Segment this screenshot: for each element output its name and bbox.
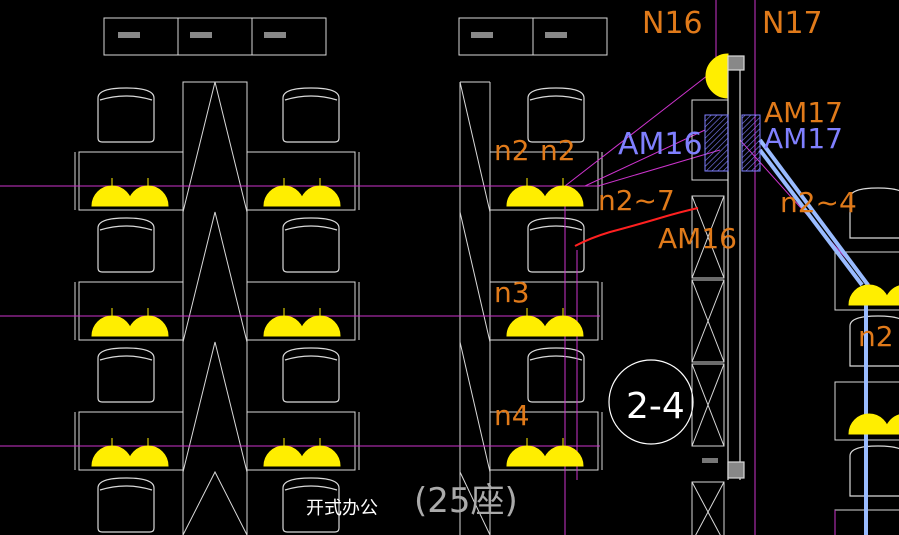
grid-label-n17: N17 bbox=[762, 6, 823, 41]
circuit-label-n4: n4 bbox=[494, 399, 530, 432]
half-dome-light-icon bbox=[884, 285, 899, 306]
top-cabinet-left bbox=[103, 17, 327, 56]
half-dome-light-icon bbox=[848, 284, 890, 306]
desk-rows bbox=[74, 151, 899, 535]
chair-icon bbox=[527, 217, 585, 273]
half-dome-light-icon bbox=[542, 308, 584, 337]
half-dome-light-icon bbox=[91, 438, 133, 467]
circuit-label-n3: n3 bbox=[494, 276, 530, 309]
half-dome-light-icon bbox=[299, 438, 341, 467]
half-dome-light-icon bbox=[299, 178, 341, 207]
half-dome-light-icon bbox=[506, 438, 548, 467]
half-dome-light-icon bbox=[263, 178, 305, 207]
panel-label-am16-red: AM16 bbox=[658, 222, 737, 255]
chair-icon bbox=[849, 187, 899, 239]
partition-strip-left bbox=[182, 81, 248, 535]
wiring-lines bbox=[0, 0, 871, 535]
partition-strip-right bbox=[459, 81, 491, 535]
room-name: 开式办公 bbox=[306, 498, 378, 519]
half-dome-light-icon bbox=[127, 308, 169, 337]
chair-icon bbox=[849, 445, 899, 497]
half-dome-light-icon bbox=[263, 308, 305, 337]
cable-bundle bbox=[758, 138, 870, 535]
chair-icon bbox=[527, 87, 585, 143]
redline-markup bbox=[574, 207, 699, 247]
top-cabinet-right bbox=[458, 17, 608, 56]
half-dome-light-icon bbox=[127, 438, 169, 467]
circuit-label-n2-right: n2 bbox=[858, 320, 894, 353]
room-seats: (25座) bbox=[414, 481, 518, 521]
circuit-label-n2-4: n2~4 bbox=[780, 186, 857, 219]
panel-label-am16: AM16 bbox=[618, 127, 703, 162]
half-dome-light-icon bbox=[848, 413, 890, 435]
circuit-label-n2-a: n2 bbox=[494, 134, 530, 167]
light-fixtures bbox=[91, 53, 899, 467]
circuit-label-n2-b: n2 bbox=[540, 134, 576, 167]
circle-tag-icon bbox=[608, 359, 694, 445]
chair-icons bbox=[97, 87, 899, 533]
half-dome-light-icon bbox=[91, 308, 133, 337]
circuit-label-n2-7: n2~7 bbox=[598, 184, 675, 217]
grid-label-n16: N16 bbox=[642, 6, 703, 41]
chair-icon bbox=[282, 87, 340, 143]
chair-icon bbox=[282, 347, 340, 403]
half-dome-light-icon bbox=[705, 53, 729, 99]
chair-icon bbox=[282, 477, 340, 533]
chair-icon bbox=[97, 477, 155, 533]
panel-label-am17-blue: AM17 bbox=[764, 122, 843, 155]
chair-icon bbox=[527, 347, 585, 403]
cabinet-stack bbox=[691, 99, 729, 535]
chair-icon bbox=[97, 87, 155, 143]
chair-icon bbox=[97, 347, 155, 403]
chair-icon bbox=[849, 315, 899, 367]
half-dome-light-icon bbox=[299, 308, 341, 337]
half-dome-light-icon bbox=[542, 438, 584, 467]
half-dome-light-icon bbox=[506, 178, 548, 207]
panel-boxes bbox=[704, 114, 761, 172]
chair-icon bbox=[97, 217, 155, 273]
half-dome-light-icon bbox=[91, 178, 133, 207]
panel-label-am17-orange: AM17 bbox=[764, 96, 843, 129]
chair-icon bbox=[282, 217, 340, 273]
half-dome-light-icon bbox=[542, 178, 584, 207]
half-dome-light-icon bbox=[884, 414, 899, 435]
zone-tag-label: 2-4 bbox=[626, 386, 685, 427]
half-dome-light-icon bbox=[127, 178, 169, 207]
half-dome-light-icon bbox=[263, 438, 305, 467]
half-dome-light-icon bbox=[506, 308, 548, 337]
